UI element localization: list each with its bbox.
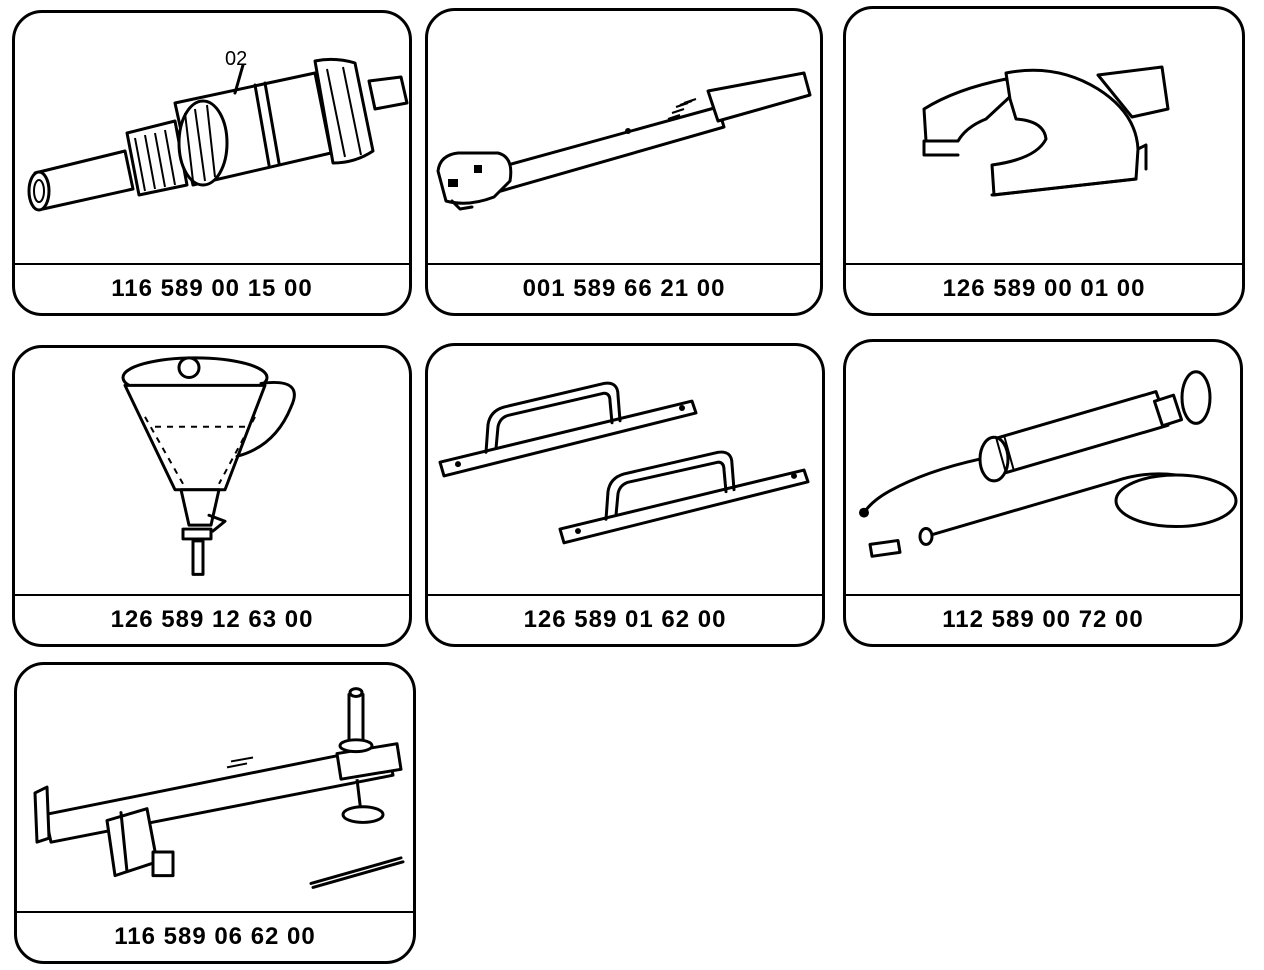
suction-pump-syringe-icon bbox=[846, 342, 1240, 596]
torque-wrench-icon bbox=[428, 11, 820, 265]
tool-card-6: 112 589 00 72 00 bbox=[843, 339, 1243, 647]
alignment-gauge-icon bbox=[17, 665, 413, 913]
part-number-label: 116 589 00 15 00 bbox=[15, 263, 409, 313]
tool-card-7: 116 589 06 62 00 bbox=[14, 662, 416, 964]
tool-card-1: 02 116 589 00 15 00 bbox=[12, 10, 412, 316]
tool-card-5: 126 589 01 62 00 bbox=[425, 343, 825, 647]
callout-label: 02 bbox=[225, 48, 247, 70]
part-number-label: 001 589 66 21 00 bbox=[428, 263, 820, 313]
oil-funnel-icon bbox=[15, 348, 409, 596]
open-end-wrench-insert-icon bbox=[846, 9, 1242, 265]
tool-card-2: 001 589 66 21 00 bbox=[425, 8, 823, 316]
part-number-label: 126 589 00 01 00 bbox=[846, 263, 1242, 313]
tool-card-4: 126 589 12 63 00 bbox=[12, 345, 412, 647]
part-number-label: 112 589 00 72 00 bbox=[846, 594, 1240, 644]
support-brackets-icon bbox=[428, 346, 822, 596]
part-number-label: 126 589 01 62 00 bbox=[428, 594, 822, 644]
bearing-puller-mandrel-icon: 02 bbox=[15, 13, 409, 265]
part-number-label: 116 589 06 62 00 bbox=[17, 911, 413, 961]
tool-card-3: 126 589 00 01 00 bbox=[843, 6, 1245, 316]
part-number-label: 126 589 12 63 00 bbox=[15, 594, 409, 644]
